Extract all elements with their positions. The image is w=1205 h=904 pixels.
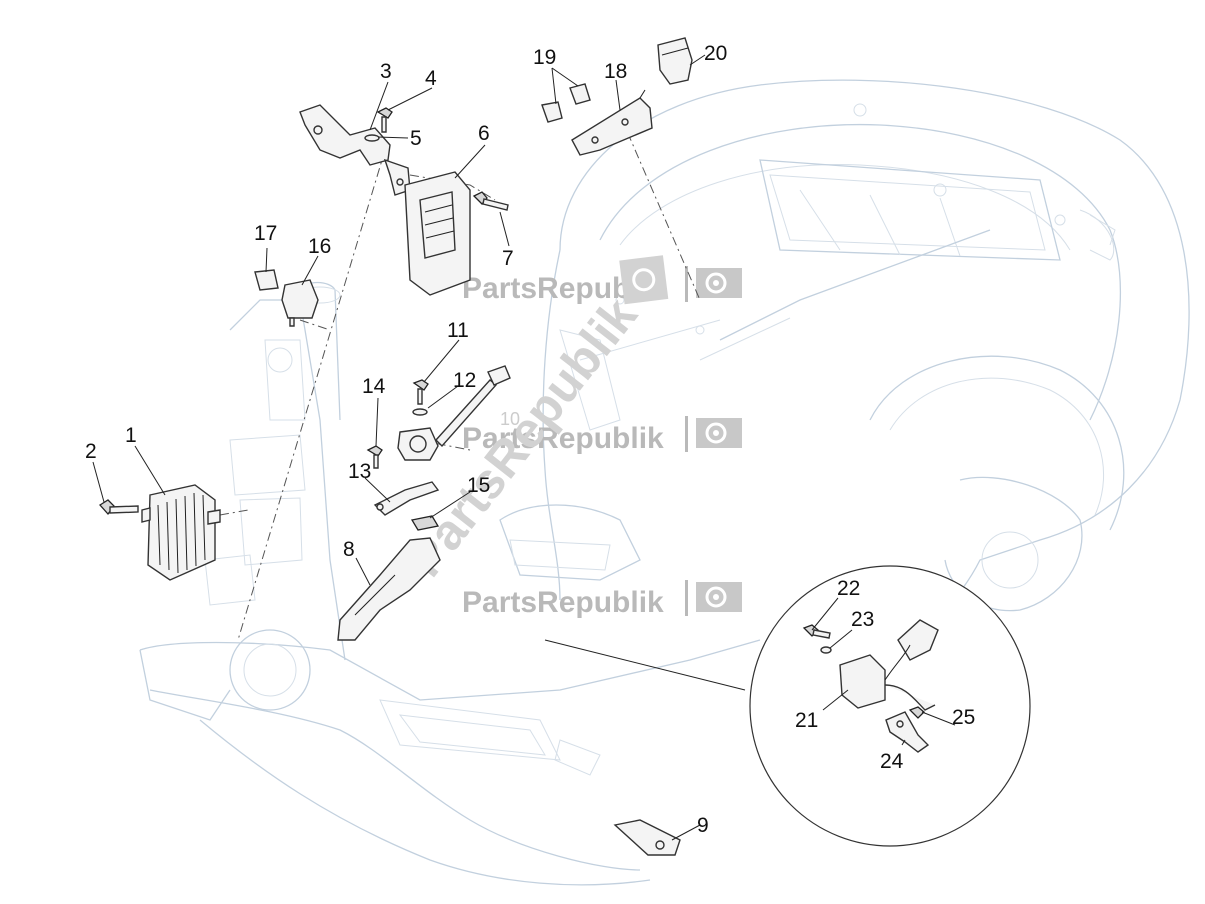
gear-flag-icon	[696, 582, 742, 612]
part-control-unit	[404, 171, 471, 296]
callout-16: 16	[308, 235, 331, 258]
callout-19: 19	[533, 46, 556, 69]
callout-2: 2	[85, 440, 97, 463]
callout-5: 5	[410, 127, 422, 150]
callout-14: 14	[362, 375, 386, 398]
part-fuse-17	[254, 269, 279, 291]
callout-21: 21	[795, 709, 818, 732]
callout-7: 7	[502, 247, 514, 270]
callout-3: 3	[380, 60, 392, 83]
parts: 10	[99, 37, 693, 856]
callout-25: 25	[952, 706, 975, 729]
part-screw-11	[412, 379, 429, 405]
part-clip-15	[410, 515, 440, 531]
callout-23: 23	[851, 608, 874, 631]
callout-11: 11	[447, 319, 469, 342]
part-washer-12	[412, 408, 428, 416]
part-switch-19	[541, 83, 591, 123]
part-ignition-coil	[839, 619, 939, 711]
callout-20: 20	[704, 42, 727, 65]
part-screw-4	[376, 107, 393, 133]
callout-22: 22	[837, 577, 860, 600]
part-voltage-regulator	[141, 484, 221, 581]
part-cover-8	[337, 537, 441, 641]
detail-inset	[544, 565, 1031, 847]
part-bolt-2	[99, 499, 139, 516]
gear-flag-icon	[696, 268, 742, 298]
part-screw-22	[802, 624, 831, 639]
part-screw-7	[472, 191, 509, 211]
watermark-text-bottom: PartsRepublik	[462, 586, 664, 619]
callout-12: 12	[453, 369, 476, 392]
scooter-frame-outline	[139, 79, 1190, 886]
gear-flag-icon	[696, 418, 742, 448]
callout-24: 24	[880, 750, 904, 773]
part-washer-5	[364, 134, 380, 142]
callout-18: 18	[604, 60, 627, 83]
callout-labels: 1 2 3 4 5 6 7 8 9 11 12 13 14 15 16 17 1…	[85, 42, 975, 837]
part-bracket-13	[373, 481, 440, 516]
part-bracket-18	[571, 89, 653, 156]
part-relay-16	[281, 279, 319, 327]
callout-6: 6	[478, 122, 490, 145]
leader-lines	[92, 54, 956, 841]
callout-9: 9	[697, 814, 709, 837]
part-cover-9	[613, 819, 681, 856]
callout-15: 15	[467, 474, 490, 497]
part-sensor-cable: 10	[397, 365, 520, 461]
callout-13: 13	[348, 460, 371, 483]
part-bracket-3	[299, 104, 411, 196]
callout-1: 1	[125, 424, 137, 447]
callout-17: 17	[254, 222, 277, 245]
part-bracket-24	[885, 711, 930, 753]
watermark-bottom: PartsRepublik	[462, 580, 742, 619]
ghost-label: 10	[500, 409, 520, 429]
watermark-group: PartsRepublik PartsRepublik PartsRepubli…	[397, 255, 742, 619]
part-connector-20	[657, 37, 693, 85]
part-screw-25	[908, 706, 925, 719]
part-washer-23	[820, 646, 832, 654]
watermark-text-middle: PartsRepublik	[462, 422, 664, 455]
part-screw-14	[366, 445, 383, 469]
watermark-middle: PartsRepublik	[462, 416, 742, 455]
callout-8: 8	[343, 538, 355, 561]
callout-4: 4	[425, 67, 437, 90]
gear-flag-icon	[619, 255, 669, 305]
